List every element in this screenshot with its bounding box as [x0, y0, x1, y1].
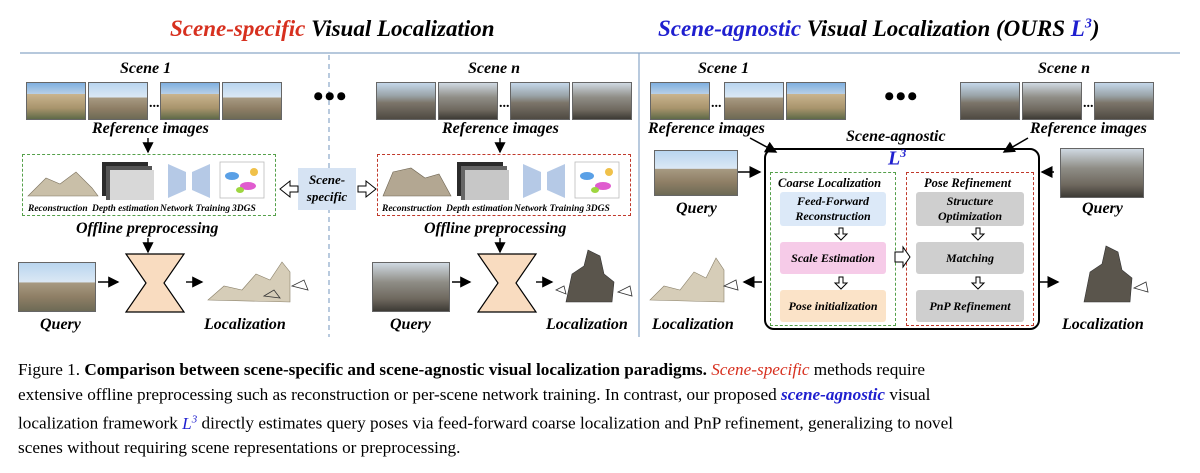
right-header: Scene-agnostic Visual Localization (OURS…	[658, 16, 1100, 42]
scene-specific-tag: Scene- specific	[298, 168, 356, 210]
step-feed-forward: Feed-Forward Reconstruction	[780, 192, 886, 226]
left-header: Scene-specific Visual Localization	[170, 16, 495, 42]
ref-thumb	[650, 82, 710, 120]
scene1-preprocess-box	[22, 154, 276, 216]
right-header-l3: L3	[1070, 16, 1092, 41]
query-image	[654, 150, 738, 196]
ref-thumb	[786, 82, 846, 120]
pipe-label: Reconstruction	[28, 204, 88, 214]
pipe-label: Network Training	[160, 204, 231, 214]
l3-title: L3	[888, 146, 907, 170]
right-ref-label-1: Reference images	[648, 120, 765, 137]
caption-line-1: Figure 1. Comparison between scene-speci…	[18, 360, 926, 379]
step-structure-opt: Structure Optimization	[916, 192, 1024, 226]
query-image	[372, 262, 450, 312]
ref-thumb	[1094, 82, 1154, 120]
left-scene1-label: Scene 1	[120, 60, 172, 77]
network-icon	[124, 253, 186, 313]
ref-thumb	[1022, 82, 1082, 120]
pipe-label: 3DGS	[586, 204, 610, 214]
caption-line-2: extensive offline preprocessing such as …	[18, 384, 931, 404]
localization-label: Localization	[546, 316, 628, 333]
right-scenen-label: Scene n	[1038, 60, 1090, 77]
left-ref-label-1: Reference images	[92, 120, 209, 137]
query-label: Query	[1082, 200, 1123, 217]
scenen-pipeline-graphics	[382, 161, 620, 200]
scenen-preprocess-box	[377, 154, 631, 216]
step-scale-estimation: Scale Estimation	[780, 242, 886, 274]
scene-ellipsis: •••	[313, 80, 348, 113]
thumb-ellipsis: ...	[711, 96, 722, 111]
refine-title: Pose Refinement	[924, 176, 1012, 190]
pipe-label: Reconstruction	[382, 204, 442, 214]
coarse-localization-box	[770, 172, 896, 326]
pipe-label: Depth estimation	[446, 204, 513, 214]
ref-thumb	[724, 82, 784, 120]
ref-thumb	[510, 82, 570, 120]
step-pose-init: Pose initialization	[780, 290, 886, 322]
pipe-label: 3DGS	[232, 204, 256, 214]
query-label: Query	[676, 200, 717, 217]
ref-thumb	[572, 82, 632, 120]
pipe-label: Depth estimation	[92, 204, 159, 214]
localization-render	[207, 261, 309, 303]
query-image	[1060, 148, 1144, 198]
localization-render	[649, 257, 739, 303]
caption-line-4: scenes without requiring scene represent…	[18, 438, 461, 458]
step-pnp-refinement: PnP Refinement	[916, 290, 1024, 322]
frame-lines	[20, 52, 1180, 337]
localization-render	[1083, 245, 1149, 303]
coarse-title: Coarse Localization	[778, 176, 882, 190]
query-label: Query	[390, 316, 431, 333]
left-header-rest: Visual Localization	[311, 16, 495, 41]
thumb-ellipsis: ...	[149, 96, 160, 111]
query-label: Query	[40, 316, 81, 333]
right-header-close: )	[1091, 16, 1100, 41]
offline-label-1: Offline preprocessing	[76, 220, 219, 237]
offline-label-n: Offline preprocessing	[424, 220, 567, 237]
caption-line-3: localization framework L3 directly estim…	[18, 413, 954, 433]
ref-thumb	[376, 82, 436, 120]
scene-ellipsis: •••	[884, 80, 919, 113]
ref-thumb	[88, 82, 148, 120]
left-header-colored: Scene-specific	[170, 16, 306, 41]
ref-thumb	[438, 82, 498, 120]
right-scene1-label: Scene 1	[698, 60, 750, 77]
thumb-ellipsis: ...	[499, 96, 510, 111]
right-header-colored: Scene-agnostic	[658, 16, 802, 41]
step-matching: Matching	[916, 242, 1024, 274]
network-icon	[476, 253, 538, 313]
pose-refinement-box	[906, 172, 1034, 326]
ref-thumb	[160, 82, 220, 120]
right-ref-label-n: Reference images	[1030, 120, 1147, 137]
tag-arrows	[279, 179, 377, 199]
right-arrows	[734, 137, 1060, 290]
ref-thumb	[26, 82, 86, 120]
localization-label: Localization	[652, 316, 734, 333]
figure-caption: Figure 1. Comparison between scene-speci…	[18, 358, 1182, 461]
localization-render	[555, 249, 633, 303]
localization-label: Localization	[204, 316, 286, 333]
scene1-pipeline-graphics	[27, 161, 265, 200]
query-image	[18, 262, 96, 312]
left-scenen-label: Scene n	[468, 60, 520, 77]
thumb-ellipsis: ...	[1083, 96, 1094, 111]
left-ref-label-n: Reference images	[442, 120, 559, 137]
scene-agnostic-label: Scene-agnostic	[846, 128, 946, 145]
ref-thumb	[222, 82, 282, 120]
l3-framework-box	[764, 148, 1040, 330]
localization-label: Localization	[1062, 316, 1144, 333]
pipe-label: Network Training	[514, 204, 585, 214]
right-header-rest: Visual Localization (OURS	[806, 16, 1071, 41]
ref-thumb	[960, 82, 1020, 120]
left-arrows	[98, 138, 554, 288]
